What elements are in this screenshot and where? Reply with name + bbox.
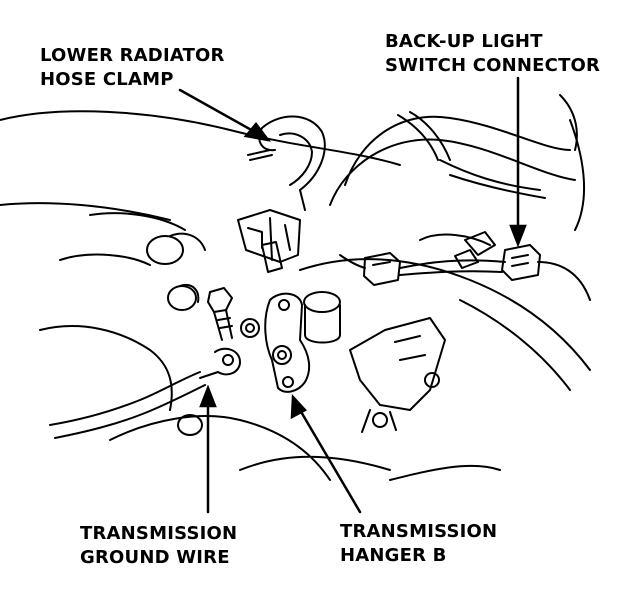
leader-ground-arrowhead bbox=[199, 384, 217, 408]
lower-left-boss bbox=[177, 414, 203, 436]
backup-switch-connector bbox=[501, 244, 541, 281]
right-bracket-hole bbox=[424, 372, 440, 388]
leader-hanger-b bbox=[298, 408, 362, 514]
leader-radiator-arrowhead bbox=[243, 121, 271, 142]
clamp-bracket bbox=[237, 209, 301, 263]
mounting-bolt bbox=[207, 287, 233, 341]
ground-terminal-eye bbox=[222, 354, 234, 366]
leader-backup-arrowhead bbox=[509, 224, 527, 248]
engine-case-right-outline bbox=[299, 258, 591, 481]
clamp-bracket-lower bbox=[261, 241, 283, 273]
left-boss-upper bbox=[146, 235, 184, 265]
hanger-b-hole-upper bbox=[278, 299, 290, 311]
engine-block-outline bbox=[0, 110, 401, 221]
nut-center-inner bbox=[277, 350, 287, 360]
intake-hose bbox=[329, 94, 585, 231]
harness-connector-center bbox=[363, 252, 401, 286]
harness-clip bbox=[454, 231, 496, 269]
callout-line: TRANSMISSION bbox=[340, 521, 498, 542]
nut-left bbox=[240, 318, 260, 338]
right-bracket-stud bbox=[361, 409, 397, 433]
left-boss-lower bbox=[167, 285, 197, 311]
transaxle-housing-outline bbox=[39, 212, 391, 481]
callout-line: TRANSMISSION bbox=[80, 523, 238, 544]
radiator-hose-clamp bbox=[258, 115, 326, 211]
intake-hose-body-shading bbox=[439, 159, 546, 199]
nut-left-inner bbox=[245, 323, 255, 333]
callout-line: SWITCH CONNECTOR bbox=[385, 55, 601, 76]
callout-line: BACK-UP LIGHT bbox=[385, 31, 543, 52]
cylinder-sensor bbox=[304, 304, 341, 344]
ground-wire bbox=[49, 371, 206, 439]
right-side-bracket bbox=[349, 317, 446, 411]
callout-transmission-ground-wire: TRANSMISSION GROUND WIRE bbox=[80, 522, 237, 570]
nut-center bbox=[272, 345, 292, 365]
callout-line: HANGER B bbox=[340, 545, 447, 566]
leader-hanger-arrowhead bbox=[290, 393, 308, 420]
transmission-hanger-b bbox=[264, 292, 311, 393]
ground-wire-terminal bbox=[199, 347, 241, 379]
wiring-harness bbox=[339, 233, 591, 301]
leader-radiator-hose-clamp bbox=[178, 88, 257, 134]
intake-hose-clamp-band bbox=[397, 111, 451, 161]
callout-line: GROUND WIRE bbox=[80, 547, 230, 568]
left-boss-stem bbox=[169, 232, 206, 303]
callout-backup-light-switch-connector: BACK-UP LIGHT SWITCH CONNECTOR bbox=[385, 30, 600, 78]
callout-line: HOSE CLAMP bbox=[40, 69, 174, 90]
callout-line: LOWER RADIATOR bbox=[40, 45, 225, 66]
radiator-hose-clamp-tab bbox=[247, 149, 273, 161]
cylinder-sensor-top bbox=[303, 291, 341, 313]
callout-transmission-hanger-b: TRANSMISSION HANGER B bbox=[340, 520, 497, 568]
hanger-b-hole bbox=[282, 376, 294, 388]
right-bracket-bolt bbox=[372, 412, 388, 428]
callout-lower-radiator-hose-clamp: LOWER RADIATOR HOSE CLAMP bbox=[40, 44, 225, 92]
